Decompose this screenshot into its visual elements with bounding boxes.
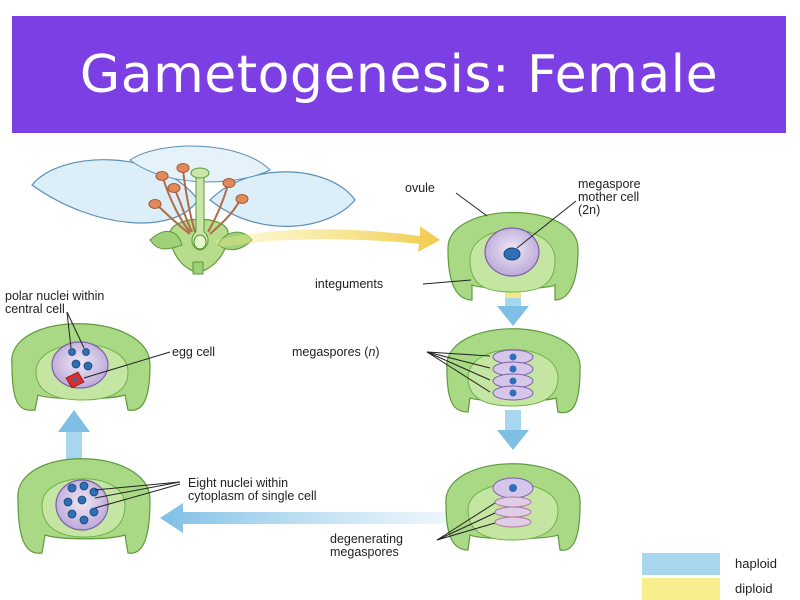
legend-label-haploid: haploid	[735, 556, 777, 571]
label-polar-nuclei-line1: polar nuclei within	[5, 289, 105, 303]
legend-swatch-haploid	[642, 553, 720, 575]
flower-stem	[192, 261, 204, 275]
flower-stigma	[190, 167, 210, 179]
label-eight-nuclei-line1: Eight nuclei within	[188, 476, 289, 490]
label-leader-lines	[66, 192, 577, 541]
label-megaspore-mother-cell-line1: megaspore	[578, 177, 641, 191]
label-degenerating-line1: degenerating	[330, 532, 403, 546]
ovule-megaspores	[446, 328, 581, 414]
label-megaspore-mother-cell-ploidy: (2n)	[578, 203, 601, 217]
label-eight-nuclei-line2: cytoplasm of single cell	[188, 489, 317, 503]
ovule-megaspore-mother-cell	[447, 211, 579, 301]
label-ovule: ovule	[405, 181, 435, 195]
flower-illustration	[31, 145, 356, 275]
ovule-degenerating-megaspores	[445, 463, 581, 551]
label-megaspores: megaspores (n)	[292, 346, 380, 359]
label-megaspore-mother-cell-line2: mother cell	[578, 190, 640, 204]
flower-ovary-ovule	[193, 234, 207, 250]
flower-sepal-left	[149, 230, 183, 250]
page-title: Gametogenesis: Female	[79, 44, 719, 105]
label-integuments: integuments	[315, 277, 384, 291]
flower-anthers	[148, 163, 249, 209]
label-polar-nuclei-line2: central cell	[5, 302, 65, 316]
label-degenerating-line2: megaspores	[330, 545, 399, 559]
vertical-arrow-2	[497, 410, 529, 450]
label-megaspores-ploidy: n	[368, 345, 376, 359]
legend-swatch-diploid	[642, 578, 720, 600]
label-egg-cell: egg cell	[172, 345, 216, 359]
ovule-eight-nuclei	[17, 458, 151, 554]
horizontal-arrow-left	[160, 503, 450, 533]
vertical-arrow-up	[58, 410, 90, 460]
title-banner: Gametogenesis: Female	[12, 16, 786, 133]
diploid-arrow-to-ovule	[215, 226, 440, 252]
flower-stamens	[156, 169, 241, 235]
ovule-mature-embryo-sac	[11, 323, 151, 411]
flower-pistil	[191, 174, 209, 251]
legend-label-diploid: diploid	[735, 581, 773, 596]
label-megaspores-prefix: megaspores (	[292, 345, 369, 359]
label-megaspores-suffix: )	[375, 345, 380, 359]
